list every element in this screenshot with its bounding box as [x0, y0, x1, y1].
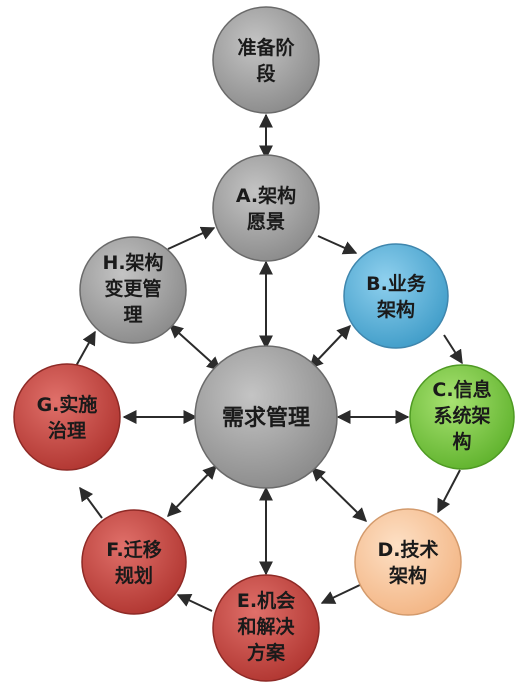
arrow-d-e [320, 583, 363, 604]
node-e-line-3: 方案 [247, 641, 286, 664]
node-h-line-1: H.架构 [102, 251, 163, 274]
node-b: B.业务 架构 [343, 243, 449, 349]
node-d: D.技术 架构 [354, 508, 462, 616]
node-prep: 准备阶 段 [212, 6, 320, 114]
node-d-line-2: 架构 [388, 564, 427, 587]
node-prep-line-1: 准备阶 [237, 36, 295, 59]
node-d-line-1: D.技术 [378, 538, 439, 561]
node-center-label: 需求管理 [222, 405, 310, 431]
node-a-line-2: 愿景 [247, 211, 285, 233]
arrow-center-d [311, 467, 367, 522]
node-f-line-1: F.迁移 [106, 538, 161, 561]
arrow-center-b [309, 324, 351, 370]
arrow-a-b [317, 235, 358, 255]
node-prep-line-2: 段 [256, 62, 276, 85]
node-e-line-2: 和解决 [237, 615, 295, 638]
node-c-line-1: C.信息 [432, 378, 491, 401]
node-c: C.信息 系统架 构 [409, 364, 515, 470]
node-e: E.机会 和解决 方案 [212, 574, 320, 682]
node-f: F.迁移 规划 [81, 509, 187, 615]
node-h: H.架构 变更管 理 [79, 236, 187, 344]
arrow-g-h [75, 330, 96, 367]
connectors [75, 113, 463, 612]
node-g-line-2: 治理 [48, 419, 86, 442]
arrow-c-d [437, 469, 461, 514]
arrow-b-c [443, 334, 463, 365]
arrow-f-g [79, 486, 103, 519]
node-a: A.架构 愿景 [212, 154, 320, 262]
node-h-line-3: 理 [123, 304, 142, 326]
arrow-h-a [167, 226, 216, 250]
node-b-line-2: 架构 [376, 298, 415, 321]
node-e-line-1: E.机会 [237, 589, 295, 612]
node-g: G.实施 治理 [13, 363, 121, 471]
node-c-line-3: 构 [452, 430, 471, 453]
arrow-center-f [167, 464, 217, 518]
node-c-line-2: 系统架 [433, 404, 490, 427]
arrow-e-f [176, 594, 213, 612]
node-b-line-1: B.业务 [366, 272, 427, 295]
node-h-line-2: 变更管 [104, 277, 161, 300]
node-a-line-1: A.架构 [236, 184, 296, 207]
node-center: 需求管理 [194, 345, 338, 489]
node-g-line-1: G.实施 [37, 393, 98, 416]
arrow-center-h [168, 324, 222, 371]
node-f-line-2: 规划 [115, 564, 153, 587]
